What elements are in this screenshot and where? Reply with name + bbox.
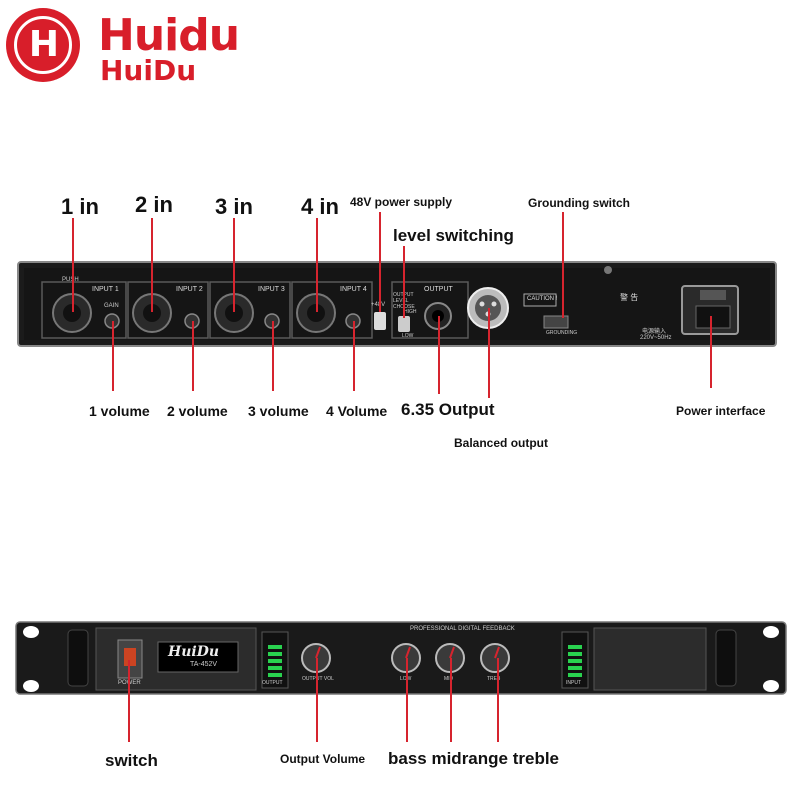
label-vol2: 2 volume: [167, 403, 228, 419]
front-panel: [15, 621, 787, 695]
brand-name: Huidu: [98, 10, 240, 61]
panel-push: PUSH: [62, 277, 79, 283]
pointer-vol3: [272, 321, 274, 391]
label-vol4: 4 Volume: [326, 403, 388, 419]
label-vol1: 1 volume: [89, 403, 150, 419]
label-balanced: Balanced output: [454, 436, 549, 450]
panel-input3: INPUT 3: [258, 286, 285, 293]
pointer-48v: [379, 212, 381, 312]
panel-48v: +48V: [371, 302, 385, 308]
label-in2: 2 in: [135, 192, 173, 217]
pointer-in1: [72, 218, 74, 312]
pointer-in3: [233, 218, 235, 312]
label-power: Power interface: [676, 404, 766, 418]
panel-power-input: 电源输入: [642, 329, 667, 335]
panel-high: HIGH: [404, 309, 417, 315]
pointer-vol4: [353, 321, 355, 391]
label-in4: 4 in: [301, 194, 339, 219]
label-in1: 1 in: [61, 194, 99, 219]
pointer-balanced: [488, 308, 490, 398]
display-brand: HuiDu: [168, 644, 220, 660]
panel-grounding: GROUNDING: [546, 330, 578, 336]
pointer-ground: [562, 212, 564, 318]
panel-low: LOW: [402, 333, 414, 339]
label-48v: 48V power supply: [350, 195, 453, 209]
panel-gain: GAIN: [104, 303, 119, 309]
pointer-mid: [450, 658, 452, 742]
label-vol3: 3 volume: [248, 403, 309, 419]
pointer-switch: [128, 660, 130, 742]
panel-warning: 警 告: [620, 293, 639, 302]
front-input-label: INPUT: [566, 680, 581, 686]
label-in3: 3 in: [215, 194, 253, 219]
label-output-volume: Output Volume: [280, 752, 366, 766]
panel-input4: INPUT 4: [340, 286, 367, 293]
front-output-label: OUTPUT: [262, 680, 283, 686]
pointer-in4: [316, 218, 318, 312]
panel-caution: CAUTION !: [527, 296, 558, 302]
label-switch: switch: [105, 751, 158, 770]
display-model: TA-452V: [190, 661, 218, 668]
panel-level-choose: OUTPUT LEVEL CHOOSE: [393, 292, 415, 310]
brand-name-alt: HuiDu: [100, 54, 197, 87]
label-635: 6.35 Output: [401, 400, 495, 419]
pointer-level: [403, 246, 405, 318]
panel-voltage: 220V~50Hz: [640, 335, 672, 341]
panel-input2: INPUT 2: [176, 286, 203, 293]
pointer-power: [710, 316, 712, 388]
label-level: level switching: [393, 226, 514, 245]
knob-label-mid: MID: [444, 676, 454, 682]
pointer-treble: [497, 658, 499, 742]
knob-label-low: LOW: [400, 676, 411, 682]
brand-logo-ring: [14, 16, 72, 74]
knob-label-treb: TREB: [487, 676, 501, 682]
pointer-bass: [406, 658, 408, 742]
panel-input1: INPUT 1: [92, 286, 119, 293]
panel-output: OUTPUT: [424, 286, 453, 293]
pointer-in2: [151, 218, 153, 312]
pointer-output-volume: [316, 658, 318, 742]
label-eq: bass midrange treble: [388, 749, 560, 768]
pointer-vol2: [192, 321, 194, 391]
pointer-635: [438, 316, 440, 394]
label-ground: Grounding switch: [528, 196, 630, 210]
front-header-text: PROFESSIONAL DIGITAL FEEDBACK: [410, 626, 515, 632]
pointer-vol1: [112, 321, 114, 391]
brand-logo-mark: H: [28, 24, 60, 65]
